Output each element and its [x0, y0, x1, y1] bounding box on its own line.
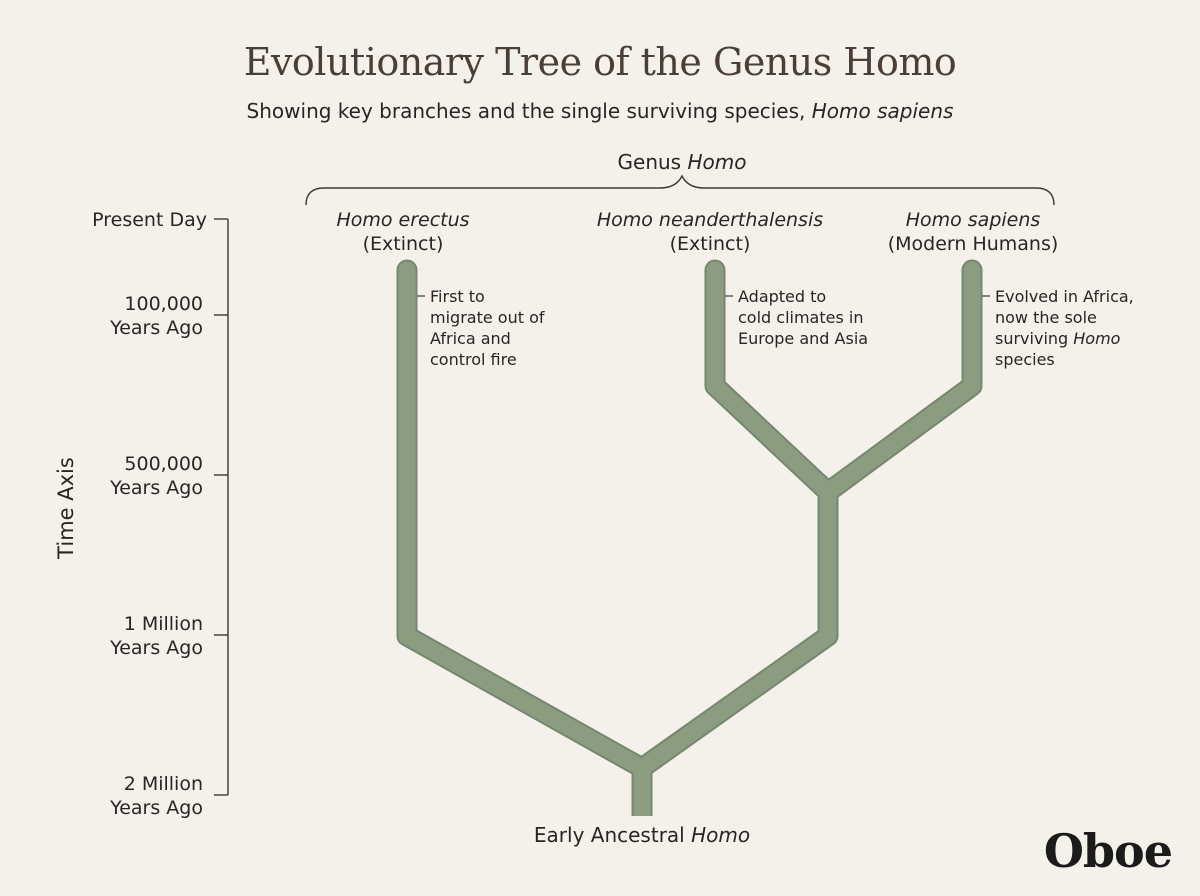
subtitle-text: Showing key branches and the single surv… — [246, 99, 812, 123]
axis-label-line1: 1 Million — [123, 613, 203, 635]
axis-label-line2: Years Ago — [110, 797, 203, 819]
note-line: control fire — [430, 350, 517, 369]
axis-label-line1: 500,000 — [124, 453, 203, 475]
genus-brace — [305, 174, 1055, 206]
genus-label: Genus Homo — [576, 150, 788, 174]
species-status: (Modern Humans) — [887, 233, 1059, 255]
axis-label-line1: 2 Million — [123, 773, 203, 795]
diagram-title: Evolutionary Tree of the Genus Homo — [243, 40, 957, 84]
branch-main-edge — [635, 492, 839, 777]
note-neanderthal: Adapted to cold climates in Europe and A… — [738, 286, 868, 349]
species-name: Homo neanderthalensis — [560, 208, 860, 232]
subtitle-species: Homo sapiens — [811, 99, 954, 123]
axis-label-500k: 500,000 Years Ago — [40, 452, 203, 500]
note-line: migrate out of — [430, 308, 545, 327]
species-label-sapiens: Homo sapiens (Modern Humans) — [863, 208, 1083, 256]
note-line: Evolved in Africa, — [995, 287, 1134, 306]
branch-sapiens — [819, 261, 981, 501]
axis-label-100k: 100,000 Years Ago — [40, 292, 203, 340]
species-name-text: Homo erectus — [336, 209, 470, 231]
axis-label-line2: Years Ago — [110, 637, 203, 659]
note-line: Africa and — [430, 329, 511, 348]
note-line: now the sole — [995, 308, 1097, 327]
note-genus: Homo — [1073, 329, 1121, 348]
note-line: Adapted to — [738, 287, 827, 306]
genus-prefix: Genus — [617, 150, 688, 174]
species-status: (Extinct) — [362, 233, 444, 255]
diagram-subtitle: Showing key branches and the single surv… — [0, 99, 1200, 123]
axis-label-line2: Years Ago — [110, 317, 203, 339]
root-text: Early Ancestral — [533, 823, 692, 847]
species-label-neanderthal: Homo neanderthalensis (Extinct) — [560, 208, 860, 256]
axis-label-line1: Present Day — [92, 209, 207, 231]
note-line: Europe and Asia — [738, 329, 869, 348]
axis-label-line2: Years Ago — [110, 477, 203, 499]
species-status: (Extinct) — [669, 233, 751, 255]
note-line: surviving Homo — [995, 328, 1134, 349]
genus-name: Homo — [687, 150, 747, 174]
species-name: Homo erectus — [293, 208, 513, 232]
note-text: surviving — [995, 329, 1074, 348]
branch-erectus — [398, 261, 651, 777]
note-sapiens: Evolved in Africa, now the sole survivin… — [995, 286, 1134, 370]
species-name-text: Homo neanderthalensis — [596, 209, 824, 231]
branch-neanderthal — [706, 261, 837, 501]
species-name: Homo sapiens — [863, 208, 1083, 232]
note-line: First to — [430, 287, 485, 306]
species-label-erectus: Homo erectus (Extinct) — [293, 208, 513, 256]
species-name-text: Homo sapiens — [905, 209, 1041, 231]
axis-label-2m: 2 Million Years Ago — [40, 772, 203, 820]
root-label: Early Ancestral Homo — [490, 823, 794, 847]
axis-label-present: Present Day — [40, 208, 207, 232]
note-erectus: First to migrate out of Africa and contr… — [430, 286, 544, 370]
branch-main — [637, 492, 837, 775]
axis-label-line1: 100,000 — [124, 293, 203, 315]
note-line: species — [995, 350, 1055, 369]
root-genus: Homo — [691, 823, 751, 847]
oboe-logo: Oboe — [1043, 824, 1173, 878]
note-line: cold climates in — [738, 308, 864, 327]
axis-label-1m: 1 Million Years Ago — [40, 612, 203, 660]
